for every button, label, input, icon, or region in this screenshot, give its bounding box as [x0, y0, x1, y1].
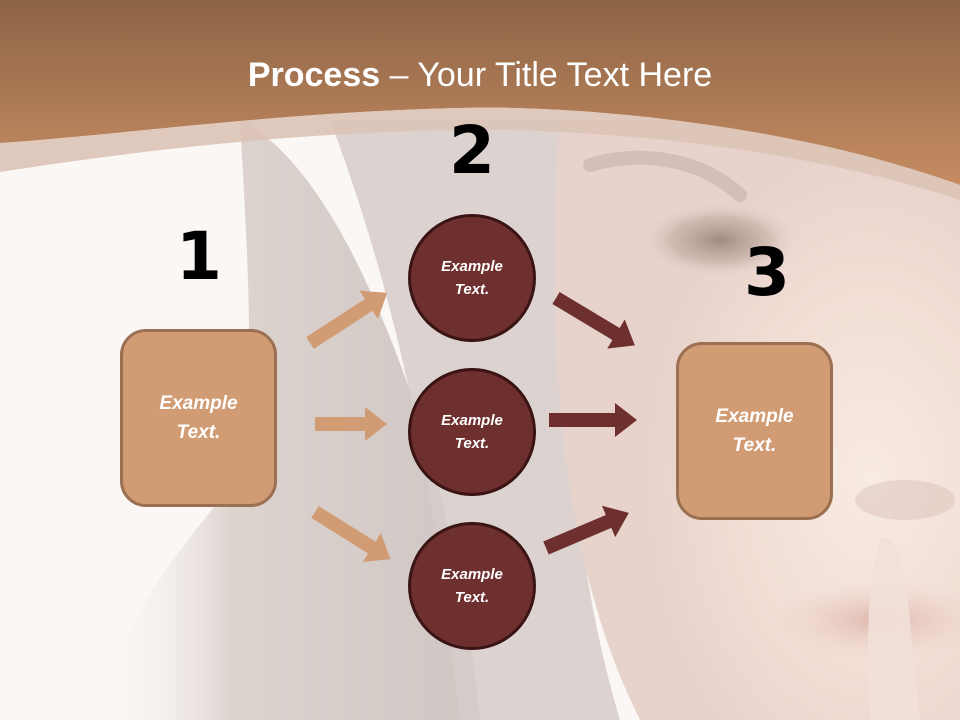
circle-label-line2: Text. — [454, 281, 490, 298]
step-number-3: 3 — [744, 234, 790, 311]
step-3-label-line2: Text. — [732, 435, 777, 456]
step-2-circle-bottom[interactable]: Example Text. — [408, 522, 536, 650]
step-number-2: 2 — [449, 112, 495, 189]
title-bold-part: Process — [247, 56, 381, 94]
step-1-label-line2: Text. — [176, 422, 221, 443]
header-band — [0, 0, 960, 200]
slide-title: Process – Your Title Text Here — [0, 54, 960, 96]
title-rest-part: – Your Title Text Here — [380, 56, 713, 94]
step-number-1: 1 — [176, 218, 222, 295]
circle-label-line2: Text. — [454, 589, 490, 606]
step-2-circle-top[interactable]: Example Text. — [408, 214, 536, 342]
step-1-box[interactable]: Example Text. — [120, 329, 277, 507]
circle-label-line1: Example — [441, 566, 503, 583]
step-1-label-line1: Example — [159, 393, 238, 414]
circle-label-line2: Text. — [454, 435, 490, 452]
circle-label-line1: Example — [441, 412, 503, 429]
step-2-circle-middle[interactable]: Example Text. — [408, 368, 536, 496]
circle-label-line1: Example — [441, 258, 503, 275]
step-3-label-line1: Example — [715, 406, 794, 427]
step-3-box[interactable]: Example Text. — [676, 342, 833, 520]
